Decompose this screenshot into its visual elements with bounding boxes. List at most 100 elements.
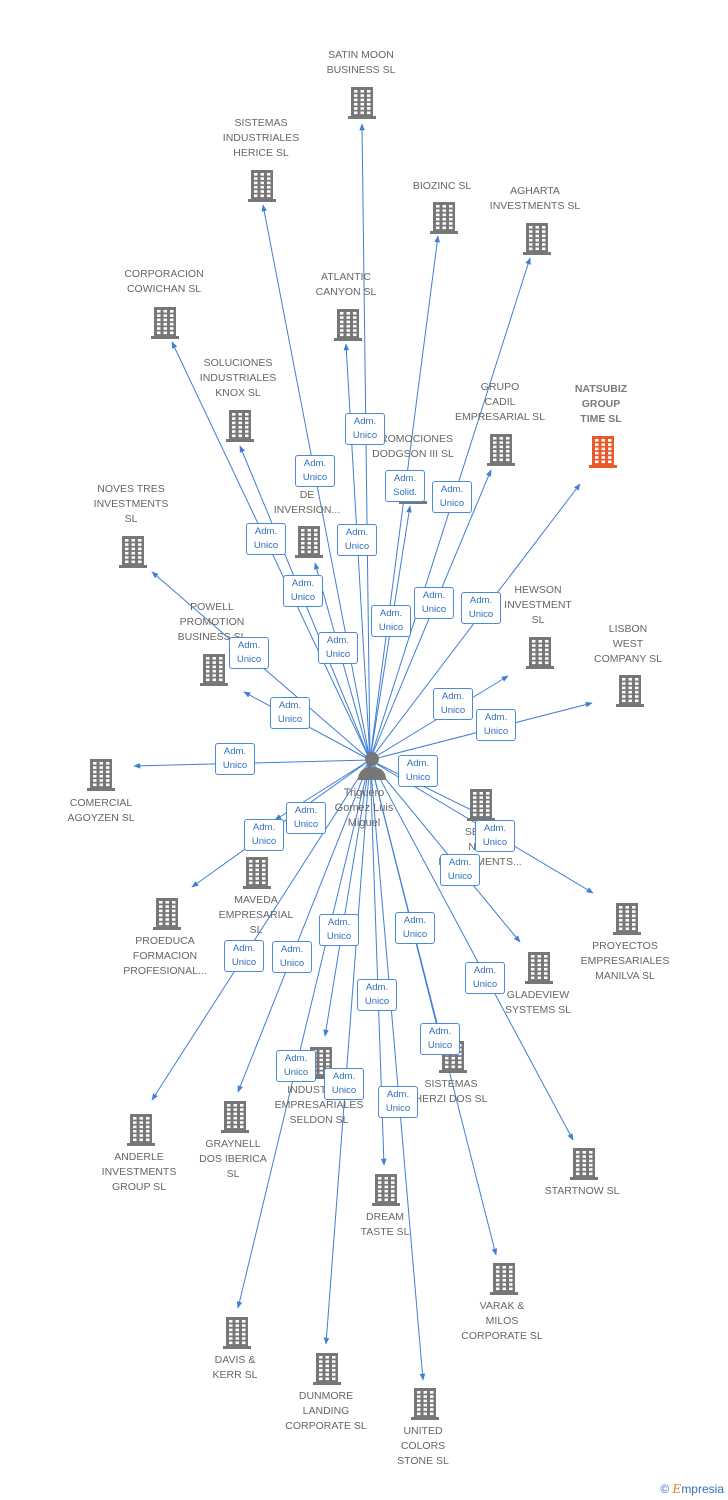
building-icon[interactable] [486,432,516,466]
company-label-natsubiz[interactable]: NATSUBIZ GROUP TIME SL [574,383,628,425]
role-badge[interactable]: Adm. Unico [215,743,255,775]
building-icon[interactable] [410,1386,440,1420]
company-label-startnow[interactable]: STARTNOW SL [544,1185,620,1197]
edge-arrow-united [369,759,426,1381]
role-badge[interactable]: Adm. Unico [286,802,326,834]
role-badge[interactable]: Adm. Unico [272,941,312,973]
role-badge[interactable]: Adm. Unico [395,912,435,944]
role-badge[interactable]: Adm. Unico [324,1068,364,1100]
company-label-powell[interactable]: POWELL PROMOTION BUSINESS SL [177,601,247,643]
role-badge[interactable]: Adm. Unico [318,632,358,664]
building-icon[interactable] [429,200,459,234]
edge-arrow-anderle [151,759,371,1101]
company-label-grupo-cadil[interactable]: GRUPO CADIL EMPRESARIAL SL [454,381,546,423]
company-label-atlantic[interactable]: ATLANTIC CANYON SL [315,271,377,298]
company-label-proeduca[interactable]: PROEDUCA FORMACION PROFESIONAL... [123,935,207,977]
role-badge[interactable]: Adm. Unico [246,523,286,555]
building-icon[interactable] [525,635,555,669]
building-icon[interactable] [524,950,554,984]
building-icon[interactable] [489,1261,519,1295]
company-label-varak[interactable]: VARAK & MILOS CORPORATE SL [461,1300,543,1342]
role-badge[interactable]: Adm. Unico [371,605,411,637]
role-badge[interactable]: Adm. Solid. [385,470,425,502]
building-icon[interactable] [466,787,496,821]
company-label-comercial[interactable]: COMERCIAL AGOYZEN SL [67,797,135,824]
company-label-agharta[interactable]: AGHARTA INVESTMENTS SL [489,185,581,212]
company-label-lisbon[interactable]: LISBON WEST COMPANY SL [594,623,662,665]
building-icon[interactable] [569,1146,599,1180]
role-badge[interactable]: Adm. Unico [476,709,516,741]
role-badge[interactable]: Adm. Unico [414,587,454,619]
role-badge[interactable]: Adm. Unico [283,575,323,607]
building-icon[interactable] [242,855,272,889]
company-label-anderle[interactable]: ANDERLE INVESTMENTS GROUP SL [101,1151,177,1193]
company-label-dunmore[interactable]: DUNMORE LANDING CORPORATE SL [285,1390,367,1432]
company-label-sistemas-herice[interactable]: SISTEMAS INDUSTRIALES HERICE SL [222,117,300,159]
company-label-maveda[interactable]: MAVEDA EMPRESARIAL SL [218,894,294,936]
edge-arrow-graynell [237,759,371,1093]
edge-arrow-seldon [323,759,371,1037]
role-badge[interactable]: Adm. Unico [244,819,284,851]
building-icon[interactable] [222,1315,252,1349]
company-label-hewson[interactable]: HEWSON INVESTMENT SL [504,584,572,626]
building-icon[interactable] [220,1099,250,1133]
building-icon[interactable] [347,85,377,119]
footer-brand[interactable]: © Empresia [660,1482,724,1496]
company-label-davis[interactable]: DAVIS & KERR SL [212,1354,258,1381]
brand-logo-e: E [672,1482,682,1496]
role-badge[interactable]: Adm. Unico [295,455,335,487]
role-badge[interactable]: Adm. Unico [433,688,473,720]
company-label-united[interactable]: UNITED COLORS STONE SL [397,1425,449,1467]
center-person-name[interactable]: Triguero Gomez Luis Miguel [334,787,394,829]
role-badge[interactable]: Adm. Unico [357,979,397,1011]
edge-arrow-varak [369,759,498,1256]
building-icon[interactable] [588,434,618,468]
role-badge[interactable]: Adm. Unico [475,820,515,852]
role-badge[interactable]: Adm. Unico [319,914,359,946]
brand-name: mpresia [681,1482,724,1496]
role-badge[interactable]: Adm. Unico [337,524,377,556]
role-badge[interactable]: Adm. Unico [270,697,310,729]
building-icon[interactable] [522,221,552,255]
company-label-knox[interactable]: SOLUCIONES INDUSTRIALES KNOX SL [199,357,277,399]
role-badge[interactable]: Adm. Unico [465,962,505,994]
company-label-promociones[interactable]: PROMOCIONES DODGSON III SL [372,433,454,460]
role-badge[interactable]: Adm. Unico [378,1086,418,1118]
building-icon[interactable] [118,534,148,568]
person-icon[interactable] [355,748,389,782]
edge-arrow-davis [236,759,371,1309]
building-icon[interactable] [312,1351,342,1385]
building-icon[interactable] [371,1172,401,1206]
building-icon[interactable] [294,524,324,558]
building-icon[interactable] [199,652,229,686]
role-badge[interactable]: Adm. Unico [345,413,385,445]
company-label-gladeview[interactable]: GLADEVIEW SYSTEMS SL [505,989,571,1016]
company-label-proyectos[interactable]: PROYECTOS EMPRESARIALES MANILVA SL [580,940,670,982]
company-label-satin[interactable]: SATIN MOON BUSINESS SL [326,49,396,76]
company-label-noves[interactable]: NOVES TRES INVESTMENTS SL [93,483,169,525]
company-label-cowichan[interactable]: CORPORACION COWICHAN SL [124,268,204,295]
building-icon[interactable] [150,305,180,339]
building-icon[interactable] [247,168,277,202]
company-label-biozinc[interactable]: BIOZINC SL [412,180,472,192]
building-icon[interactable] [612,901,642,935]
building-icon[interactable] [333,307,363,341]
role-badge[interactable]: Adm. Unico [398,755,438,787]
building-icon[interactable] [86,757,116,791]
role-badge[interactable]: Adm. Unico [229,637,269,669]
role-badge[interactable]: Adm. Unico [432,481,472,513]
copyright-icon: © [660,1482,670,1496]
role-badge[interactable]: Adm. Unico [420,1023,460,1055]
company-label-dream[interactable]: DREAM TASTE SL [360,1211,410,1238]
building-icon[interactable] [126,1112,156,1146]
building-icon[interactable] [225,408,255,442]
role-badge[interactable]: Adm. Unico [440,854,480,886]
role-badge[interactable]: Adm. Unico [276,1050,316,1082]
role-badge[interactable]: Adm. Unico [461,592,501,624]
company-label-graynell[interactable]: GRAYNELL DOS IBERICA SL [199,1138,267,1180]
role-badge[interactable]: Adm. Unico [224,940,264,972]
building-icon[interactable] [615,673,645,707]
company-label-sistemas-herzi[interactable]: SISTEMAS HERZI DOS SL [414,1078,488,1105]
building-icon[interactable] [152,896,182,930]
edge-arrow-startnow [369,759,574,1141]
